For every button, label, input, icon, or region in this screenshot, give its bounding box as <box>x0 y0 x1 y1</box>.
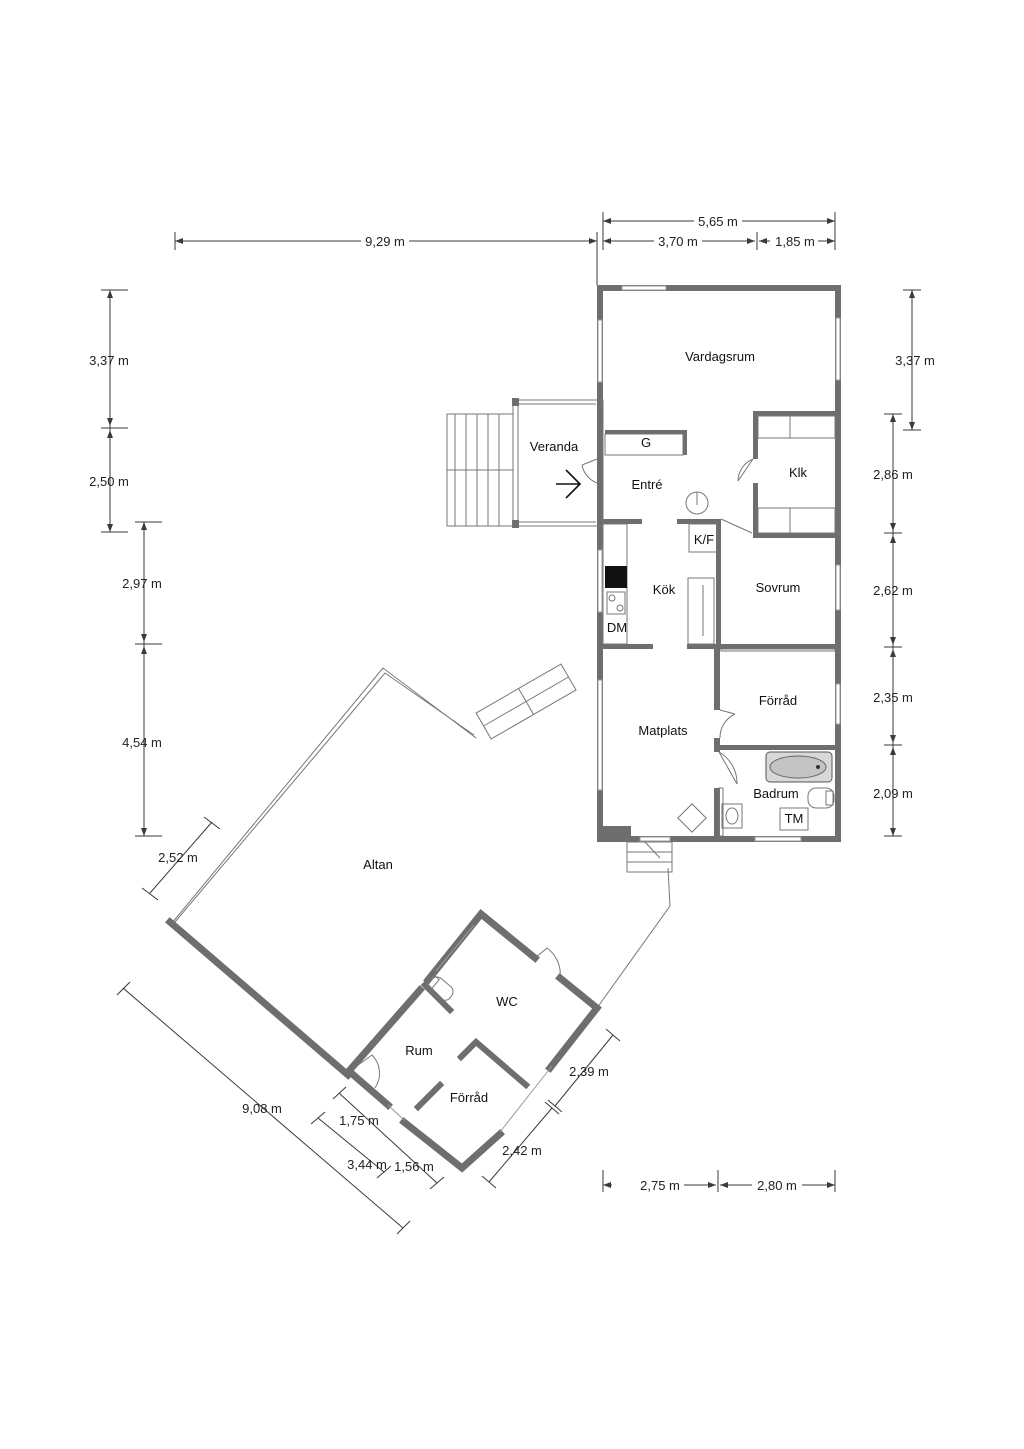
room-label-rum: Rum <box>405 1043 432 1058</box>
room-label-tm: TM <box>785 811 804 826</box>
room-label-vardagsrum: Vardagsrum <box>685 349 755 364</box>
dim-diag-239: 2,39 m <box>569 1064 609 1079</box>
dim-diag-344: 3,44 m <box>347 1157 387 1172</box>
room-label-klk: Klk <box>789 465 808 480</box>
dim-left-b: 2,50 m <box>89 474 129 489</box>
bathroom-fixtures <box>721 751 835 831</box>
stove-icon <box>605 566 627 588</box>
annex-building-walls <box>343 909 602 1173</box>
altan-deck <box>165 663 671 1080</box>
entry-arrow-icon <box>556 469 582 499</box>
toilet-icon <box>807 787 835 809</box>
room-label-sovrum: Sovrum <box>756 580 801 595</box>
dim-bottom-right: 2,80 m <box>757 1178 797 1193</box>
dim-top-right: 1,85 m <box>775 234 815 249</box>
dim-left-width: 9,29 m <box>365 234 405 249</box>
room-label-forrad-annex: Förråd <box>450 1090 488 1105</box>
room-label-badrum: Badrum <box>753 786 799 801</box>
kitchen-fixtures <box>602 491 718 645</box>
room-label-g: G <box>641 435 651 450</box>
main-house-walls <box>581 285 841 842</box>
dim-right-c: 2,62 m <box>873 583 913 598</box>
room-label-kok: Kök <box>653 582 676 597</box>
sink-icon <box>606 591 626 615</box>
dim-right-a: 3,37 m <box>895 353 935 368</box>
dim-left-a: 3,37 m <box>89 353 129 368</box>
room-label-veranda: Veranda <box>530 439 579 454</box>
dim-left-d: 4,54 m <box>122 735 162 750</box>
room-label-dm: DM <box>607 620 627 635</box>
room-label-wc: WC <box>496 994 518 1009</box>
dimension-lines <box>101 212 921 1235</box>
room-label-altan: Altan <box>363 857 393 872</box>
dim-diag-908: 9,08 m <box>242 1101 282 1116</box>
washbasin-icon <box>721 803 743 829</box>
veranda <box>446 398 604 528</box>
dim-right-e: 2,09 m <box>873 786 913 801</box>
dim-right-b: 2,86 m <box>873 467 913 482</box>
matplats-fixtures <box>626 803 707 873</box>
dimension-arrows <box>107 218 915 1188</box>
dimension-label-backgrounds <box>361 213 818 1193</box>
room-label-kf: K/F <box>694 532 714 547</box>
dim-diag-156: 1,56 m <box>394 1159 434 1174</box>
room-label-entre: Entré <box>631 477 662 492</box>
dim-top-left: 3,70 m <box>658 234 698 249</box>
dim-diag-175: 1,75 m <box>339 1113 379 1128</box>
room-label-matplats: Matplats <box>638 723 688 738</box>
dim-bottom-left: 2,75 m <box>640 1178 680 1193</box>
dim-top-total: 5,65 m <box>698 214 738 229</box>
dim-diag-242: 2,42 m <box>502 1143 542 1158</box>
dim-right-d: 2,35 m <box>873 690 913 705</box>
dim-diag-252: 2,52 m <box>158 850 198 865</box>
dim-left-c: 2,97 m <box>122 576 162 591</box>
room-label-forrad-main: Förråd <box>759 693 797 708</box>
